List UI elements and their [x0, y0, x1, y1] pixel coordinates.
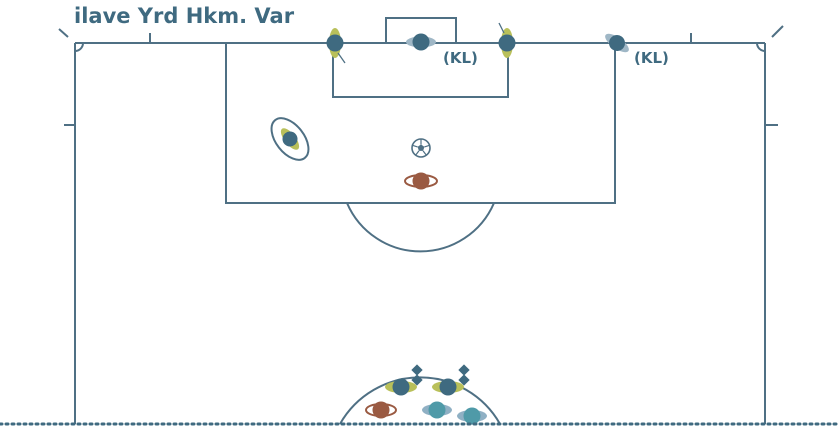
referee-tag-kl: (KL): [634, 49, 669, 67]
player-icon: [412, 33, 430, 51]
player-bottom-1: [385, 378, 417, 396]
referee-icon: [609, 35, 625, 51]
assistant-referee-right: [605, 33, 629, 53]
goalkeeper: [406, 33, 436, 51]
player-bottom-2: [432, 378, 464, 396]
diagram-title: ilave Yrd Hkm. Var: [74, 4, 295, 28]
player-icon: [439, 378, 457, 396]
player-icon: [282, 131, 298, 147]
referee: [404, 172, 438, 190]
player-icon: [498, 34, 516, 52]
corner-mark: [58, 28, 69, 38]
player-icon: [392, 378, 410, 396]
player-icon: [428, 401, 446, 419]
penalty-arc: [346, 202, 495, 253]
player-goalpost-right: [498, 22, 516, 58]
player-icon: [326, 34, 344, 52]
referee-icon: [412, 172, 430, 190]
player-bottom-3: [422, 401, 452, 419]
referee-icon: [372, 401, 390, 419]
goal-area: [332, 42, 509, 98]
referee-tag-kl: (KL): [443, 49, 478, 67]
coach-bottom: [365, 401, 397, 419]
player-icon: [463, 407, 481, 425]
player-goalpost-left: [326, 28, 346, 64]
pitch-lines: [58, 17, 784, 425]
ball-icon: [411, 138, 431, 158]
corner-arc-left: [74, 42, 84, 52]
highlighted-player: [270, 117, 310, 161]
corner-mark: [771, 25, 784, 38]
corner-arc-right: [756, 42, 766, 52]
player-bottom-4: [457, 407, 487, 425]
